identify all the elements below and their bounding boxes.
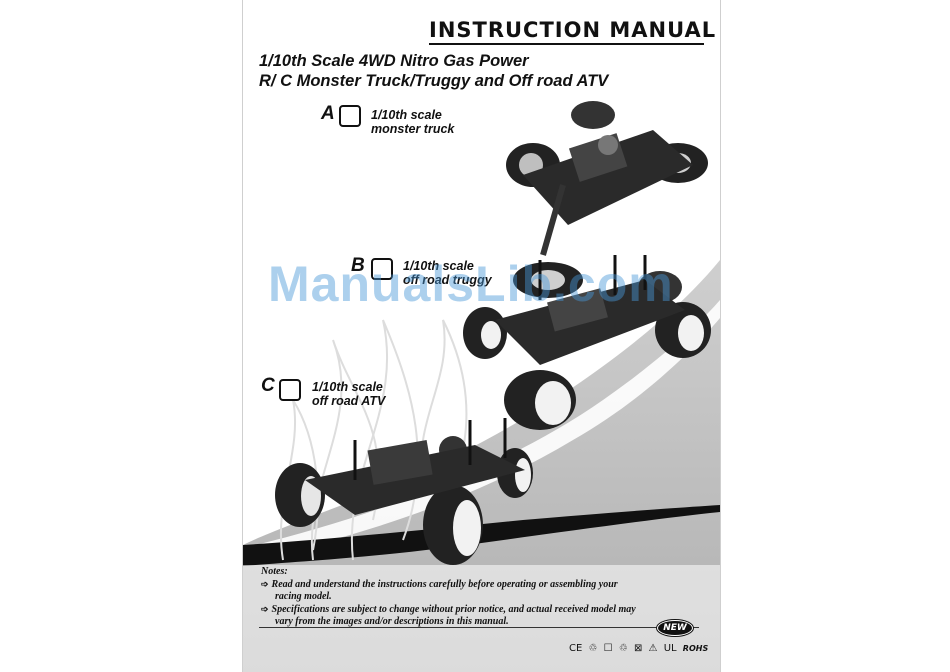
option-b-label: 1/10th scale off road truggy [403, 259, 492, 287]
ce-mark-icon: CE [569, 643, 583, 654]
title-underline [429, 43, 704, 45]
option-a-label: 1/10th scale monster truck [371, 108, 454, 136]
note-item-1-text: Read and understand the instructions car… [271, 579, 618, 590]
note-item-2-text: Specifications are subject to change wit… [271, 604, 636, 615]
manual-cover: INSTRUCTION MANUAL 1/10th Scale 4WD Nitr… [242, 0, 721, 672]
warning-icon: ⚠ [648, 643, 658, 654]
subtitle-line-1: 1/10th Scale 4WD Nitro Gas Power [259, 52, 529, 70]
option-c-letter: C [261, 375, 275, 396]
option-b-label-line-1: 1/10th scale [403, 259, 474, 273]
option-b-checkbox[interactable] [371, 258, 393, 280]
truggy-image [463, 255, 711, 430]
note-item-1-cont: racing model. [275, 591, 332, 602]
option-a-label-line-2: monster truck [371, 122, 455, 136]
option-a-label-line-1: 1/10th scale [371, 108, 442, 122]
subtitle-line-2: R/ C Monster Truck/Truggy and Off road A… [259, 72, 609, 90]
arrow-right-icon: ➩ [261, 604, 269, 614]
arrow-right-icon: ➩ [261, 579, 269, 589]
option-a-checkbox[interactable] [339, 105, 361, 127]
package-icon: ☐ [603, 643, 613, 654]
recycle-icon: ♲ [588, 643, 598, 654]
rohs-label: ROHS [682, 644, 709, 653]
ul-mark-icon: UL [663, 643, 677, 654]
page-title: INSTRUCTION MANUAL [429, 18, 717, 42]
option-c-label-line-2: off road ATV [312, 394, 386, 408]
notes-block: Notes: ➩Read and understand the instruct… [261, 566, 701, 628]
recycle-icon: ♲ [618, 643, 628, 654]
bottom-white-panel [243, 565, 720, 672]
watermark: ManualsLib.com [268, 256, 674, 312]
new-badge: NEW [657, 620, 693, 636]
cover-artwork [243, 101, 720, 672]
option-c-label: 1/10th scale off road ATV [312, 380, 385, 408]
note-item-1: ➩Read and understand the instructions ca… [261, 578, 701, 591]
notes-heading: Notes: [261, 566, 288, 577]
option-c-label-line-1: 1/10th scale [312, 380, 383, 394]
option-a-letter: A [321, 103, 335, 124]
footer-rule [259, 627, 699, 628]
note-item-2-cont: vary from the images and/or descriptions… [275, 616, 509, 627]
note-item-2: ➩Specifications are subject to change wi… [261, 603, 701, 616]
certification-marks: CE ♲ ☐ ♲ ⊠ ⚠ UL ROHS [569, 643, 711, 654]
option-c-checkbox[interactable] [279, 379, 301, 401]
weee-bin-icon: ⊠ [633, 643, 643, 654]
option-b-letter: B [351, 255, 365, 276]
option-b-label-line-2: off road truggy [403, 273, 492, 287]
atv-image [275, 418, 533, 565]
